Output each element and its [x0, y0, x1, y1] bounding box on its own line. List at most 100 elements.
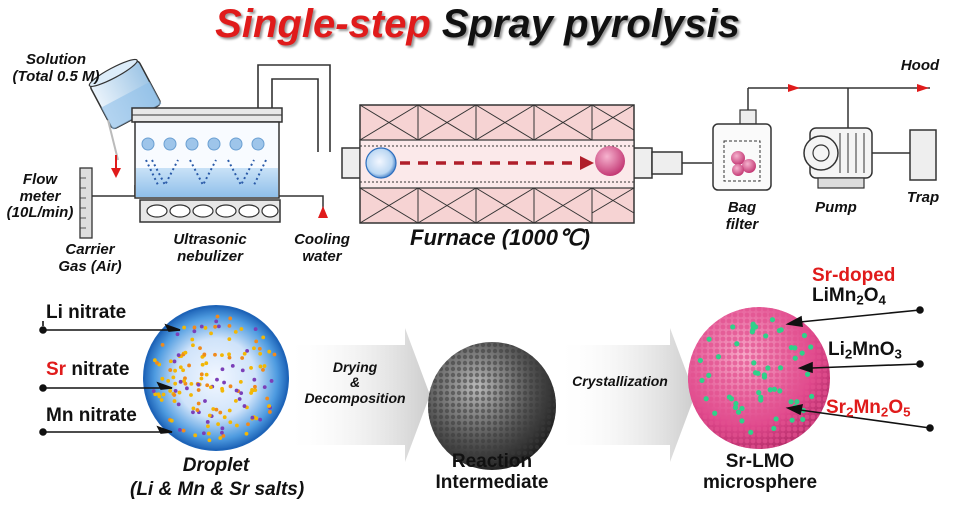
ion-dot — [161, 392, 166, 397]
bag-filter-line1: Bag — [727, 199, 757, 216]
dopant-dot — [706, 372, 712, 378]
ion-dot — [250, 415, 255, 420]
dopant-dot — [777, 365, 784, 371]
dopant-dot — [769, 317, 776, 323]
ion-dot — [220, 430, 224, 435]
carrier-gas-line1: Carrier — [65, 241, 115, 258]
dopant-dot — [808, 344, 814, 350]
ion-dot — [168, 368, 173, 372]
sr-nitrate-highlight: Sr — [46, 359, 67, 380]
ion-dot — [214, 319, 219, 324]
ion-dot — [218, 410, 223, 415]
cooling-water-label: Cooling water — [284, 231, 360, 265]
ion-dot — [238, 379, 243, 384]
ion-dot — [233, 329, 238, 334]
trap-device — [909, 129, 937, 181]
pump-device — [803, 127, 910, 189]
dopant-dot — [801, 332, 808, 339]
ion-dot — [261, 335, 266, 340]
sr-doped-label: Sr-doped — [812, 265, 896, 286]
phase2-a: Li — [828, 339, 845, 360]
ion-dot — [252, 346, 256, 351]
dopant-dot — [751, 360, 757, 366]
phase3-sub2: 2 — [880, 404, 889, 420]
solution-label-line2: (Total 0.5 M) — [12, 67, 100, 85]
ion-dot — [250, 388, 254, 392]
ion-dot — [192, 325, 197, 330]
dopant-dot — [805, 371, 811, 377]
dopant-dot — [755, 370, 761, 376]
dopant-dot — [777, 388, 783, 394]
furnace-droplet — [365, 147, 397, 179]
ion-dot — [181, 368, 185, 373]
ion-dot — [242, 351, 247, 356]
ion-dot — [253, 384, 257, 389]
phase-limn2o4-label: LiMn2O4 — [812, 285, 886, 308]
ion-dot — [216, 422, 221, 427]
dopant-dot — [788, 344, 794, 351]
intermediate-line1: Reaction — [451, 451, 533, 472]
ion-dot — [206, 431, 211, 436]
dopant-dot — [773, 416, 779, 422]
ion-dot — [258, 417, 263, 422]
flow-arrow-down-icon — [111, 155, 121, 178]
solution-bottle — [88, 58, 162, 130]
phase1-sub1: 2 — [856, 292, 864, 308]
phase2-sub2: 3 — [894, 346, 902, 362]
nebulizer-device — [131, 107, 283, 223]
dopant-dot — [748, 429, 754, 435]
ion-dot — [178, 365, 183, 370]
cooling-water-line1: Cooling — [294, 231, 350, 248]
ion-dot — [205, 420, 210, 424]
dopant-dot — [733, 400, 739, 407]
ion-dot — [173, 381, 178, 386]
ion-dot — [159, 398, 164, 402]
ion-dot — [214, 407, 219, 412]
dopant-dot — [800, 416, 806, 423]
ion-dot — [272, 352, 277, 357]
dopant-dot — [699, 377, 705, 384]
ion-dot — [262, 385, 267, 390]
sr-nitrate-label: Sr nitrate — [46, 359, 129, 381]
ion-dot — [213, 352, 217, 357]
ion-dot — [189, 393, 193, 397]
phase1-a: LiMn — [812, 285, 857, 306]
product-line2: microsphere — [702, 471, 818, 493]
dopant-dot — [799, 350, 805, 356]
ion-dot — [151, 389, 156, 394]
phase2-sub1: 2 — [844, 346, 853, 362]
ion-dot — [244, 431, 249, 436]
page-title: Single-step Spray pyrolysis — [0, 4, 955, 44]
ion-dot — [192, 329, 197, 334]
ion-dot — [209, 331, 213, 336]
product-dopants — [697, 317, 815, 435]
ion-dot — [265, 396, 270, 401]
ion-dot — [177, 428, 182, 432]
ion-dot — [220, 367, 225, 372]
ion-dot — [220, 426, 225, 431]
dopant-dot — [697, 357, 703, 364]
ion-dot — [245, 348, 250, 353]
solution-label: Solution (Total 0.5 M) — [6, 51, 106, 85]
ion-dot — [187, 363, 191, 368]
dopant-dot — [761, 372, 768, 378]
ion-dot — [196, 382, 201, 387]
ion-dot — [181, 428, 186, 433]
ion-dot — [246, 422, 250, 427]
ion-dot — [207, 438, 212, 443]
bag-filter-label: Bag filter — [712, 199, 772, 233]
ion-dot — [202, 352, 207, 357]
ion-dot — [227, 323, 232, 328]
ion-dot — [191, 406, 196, 411]
ion-dot — [201, 431, 206, 436]
ion-dot — [227, 352, 231, 357]
ion-dot — [199, 324, 204, 329]
dopant-dot — [789, 417, 795, 423]
mn-nitrate-label: Mn nitrate — [46, 405, 137, 426]
dopant-dot — [728, 396, 735, 402]
ion-dot — [240, 368, 245, 373]
ion-dot — [242, 404, 247, 408]
dopant-dot — [739, 405, 745, 412]
cooling-pipe — [279, 195, 324, 215]
ion-dot — [204, 361, 209, 366]
